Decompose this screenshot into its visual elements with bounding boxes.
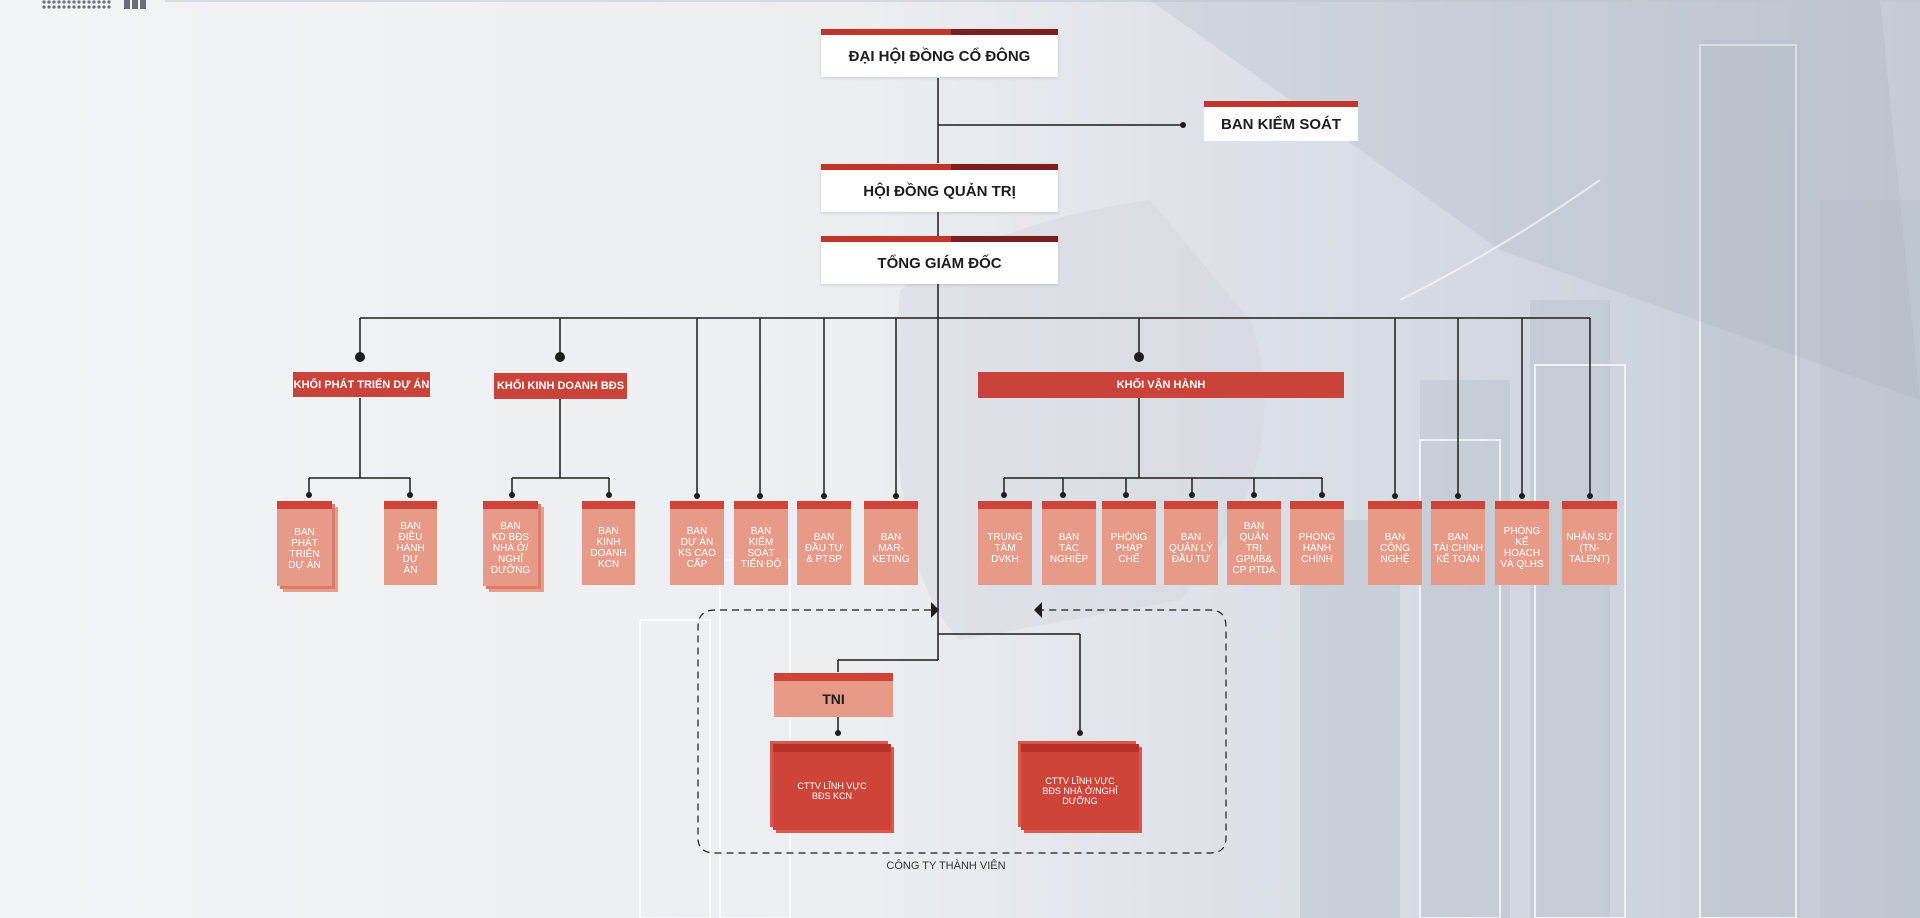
unit-technology: BAN CÔNG NGHỆ bbox=[1368, 501, 1422, 585]
unit-label: NHÂN SỰ (TN- TALENT) bbox=[1566, 531, 1613, 565]
subsidiary-industrial-label: CTTV LĨNH VỰC BĐS KCN bbox=[797, 781, 867, 801]
unit-label: BAN MAR- KETING bbox=[872, 531, 910, 565]
unit-industrial-sales: BAN KINH DOANH KCN bbox=[582, 501, 635, 585]
supervisory-board-box: BAN KIỂM SOÁT bbox=[1204, 101, 1358, 141]
unit-label: BAN QUẢN LÝ ĐẦU TƯ bbox=[1169, 531, 1213, 565]
real-estate-business-block: KHỐI KINH DOANH BĐS bbox=[494, 373, 627, 399]
ceo-box: TỔNG GIÁM ĐỐC bbox=[821, 236, 1058, 284]
unit-label: BAN KINH DOANH KCN bbox=[590, 526, 627, 570]
unit-label: BAN ĐẦU TƯ & PTSP bbox=[804, 531, 844, 565]
unit-human-resources: NHÂN SỰ (TN- TALENT) bbox=[1562, 501, 1617, 585]
unit-label: BAN TÀI CHÍNH KẾ TOÁN bbox=[1433, 531, 1483, 565]
unit-label: BAN PHÁT TRIỂN DỰ ÁN bbox=[288, 526, 321, 571]
unit-site-clearance: BAN QUẢN TRỊ GPMB& CP PTDA bbox=[1227, 501, 1281, 585]
project-development-block: KHỐI PHÁT TRIỂN DỰ ÁN bbox=[293, 372, 430, 397]
subsidiary-industrial-box: CTTV LĨNH VỰC BĐS KCN bbox=[773, 744, 891, 830]
unit-legal: PHÒNG PHÁP CHẾ bbox=[1102, 501, 1156, 585]
unit-label: BAN ĐIỀU HÀNH DỰ ÁN bbox=[396, 520, 425, 576]
unit-administration: PHÒNG HÀNH CHÍNH bbox=[1290, 501, 1344, 585]
unit-operations: BAN TÁC NGHIỆP bbox=[1042, 501, 1096, 585]
unit-label: BAN CÔNG NGHỆ bbox=[1380, 531, 1410, 565]
subsidiary-residential-label: CTTV LĨNH VỰC BĐS NHÀ Ở/NGHỈ DƯỠNG bbox=[1042, 776, 1118, 806]
member-companies-caption: CÔNG TY THÀNH VIÊN bbox=[886, 860, 1006, 872]
unit-project-management: BAN ĐIỀU HÀNH DỰ ÁN bbox=[384, 501, 437, 585]
operations-block: KHỐI VẬN HÀNH bbox=[978, 372, 1344, 398]
unit-label: PHÒNG HÀNH CHÍNH bbox=[1298, 531, 1336, 565]
unit-investment-product: BAN ĐẦU TƯ & PTSP bbox=[797, 501, 851, 585]
tni-label: TNI bbox=[822, 691, 845, 707]
real-estate-business-block-label: KHỐI KINH DOANH BĐS bbox=[496, 380, 625, 392]
unit-marketing: BAN MAR- KETING bbox=[864, 501, 918, 585]
logo-dots-icon bbox=[42, 0, 146, 9]
shareholders-meeting-box: ĐẠI HỘI ĐỒNG CỔ ĐÔNG bbox=[821, 29, 1058, 77]
unit-customer-service: TRUNG TÂM DVKH bbox=[978, 501, 1032, 585]
unit-label: BAN DỰ ÁN KS CAO CẤP bbox=[678, 526, 716, 570]
project-development-block-label: KHỐI PHÁT TRIỂN DỰ ÁN bbox=[293, 378, 430, 391]
unit-residential-sales: BAN KD BĐS NHÀ Ở/ NGHỈ DƯỠNG bbox=[483, 501, 538, 586]
unit-label: BAN KIỂM SOÁT TIẾN ĐỘ bbox=[740, 526, 782, 570]
supervisory-board-label: BAN KIỂM SOÁT bbox=[1221, 115, 1341, 133]
unit-label: BAN QUẢN TRỊ GPMB& CP PTDA bbox=[1232, 520, 1276, 576]
unit-project-development: BAN PHÁT TRIỂN DỰ ÁN bbox=[277, 501, 332, 586]
ceo-label: TỔNG GIÁM ĐỐC bbox=[877, 254, 1002, 272]
tni-box: TNI bbox=[774, 673, 893, 717]
unit-label: BAN KD BĐS NHÀ Ở/ NGHỈ DƯỠNG bbox=[490, 521, 531, 576]
unit-label: PHÒNG PHÁP CHẾ bbox=[1110, 531, 1148, 565]
shareholders-meeting-label: ĐẠI HỘI ĐỒNG CỔ ĐÔNG bbox=[848, 47, 1031, 65]
unit-label: TRUNG TÂM DVKH bbox=[987, 531, 1023, 565]
unit-investment-management: BAN QUẢN LÝ ĐẦU TƯ bbox=[1164, 501, 1218, 585]
unit-label: BAN TÁC NGHIỆP bbox=[1049, 531, 1089, 565]
board-of-directors-box: HỘI ĐỒNG QUẢN TRỊ bbox=[821, 164, 1058, 212]
unit-planning: PHÒNG KẾ HOẠCH VÀ QLHS bbox=[1495, 501, 1549, 585]
board-of-directors-label: HỘI ĐỒNG QUẢN TRỊ bbox=[863, 182, 1016, 200]
operations-block-label: KHỐI VẬN HÀNH bbox=[1116, 379, 1206, 391]
unit-finance-accounting: BAN TÀI CHÍNH KẾ TOÁN bbox=[1431, 501, 1485, 585]
unit-progress-control: BAN KIỂM SOÁT TIẾN ĐỘ bbox=[734, 501, 788, 585]
subsidiary-residential-box: CTTV LĨNH VỰC BĐS NHÀ Ở/NGHỈ DƯỠNG bbox=[1021, 744, 1139, 830]
unit-label: PHÒNG KẾ HOẠCH VÀ QLHS bbox=[1500, 526, 1544, 570]
unit-luxury-projects: BAN DỰ ÁN KS CAO CẤP bbox=[670, 501, 724, 585]
